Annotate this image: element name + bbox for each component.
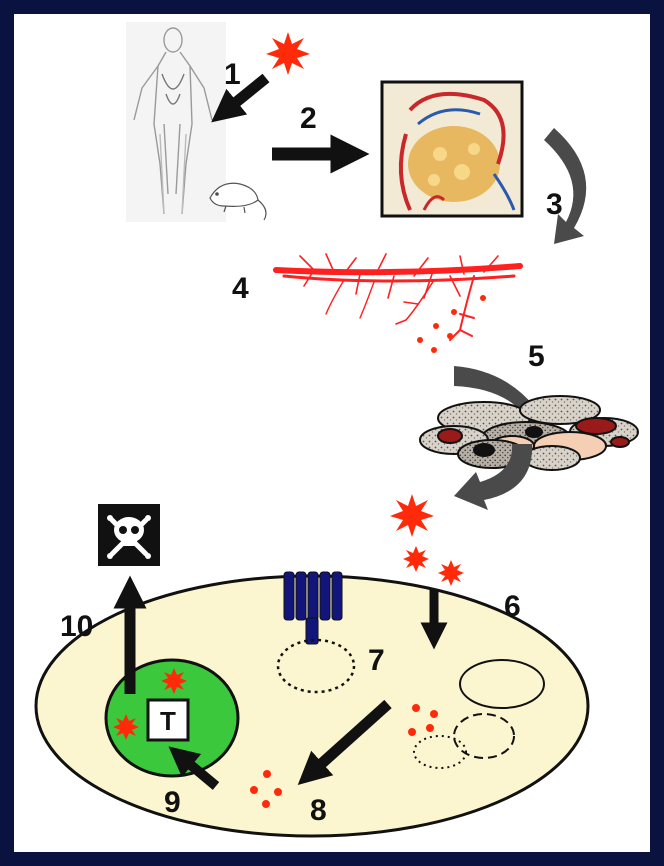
toxin-stars-extracellular [390,494,464,586]
step-10-label: 10 [60,610,93,643]
toxicology-pathway-diagram: 1 2 3 4 5 [14,14,650,852]
step-8-label: 8 [310,794,327,827]
step-1-label: 1 [224,58,241,91]
step-4-label: 4 [232,272,249,305]
toxin-dots-blood [417,295,486,353]
step-3-label: 3 [546,188,563,221]
toxin-star [266,32,310,75]
step-9-label: 9 [164,786,181,819]
human-body-icon [126,22,226,222]
step-6-label: 6 [504,590,521,623]
curved-arrow-3 [544,128,586,244]
step-2-label: 2 [300,102,317,135]
step-7-label: 7 [368,644,385,677]
nucleus-target-label: T [160,706,176,736]
diagram-frame: 1 2 3 4 5 [14,14,650,852]
step-5-label: 5 [528,340,545,373]
skull-crossbones-icon [98,504,160,566]
alveolus-icon [382,82,522,216]
